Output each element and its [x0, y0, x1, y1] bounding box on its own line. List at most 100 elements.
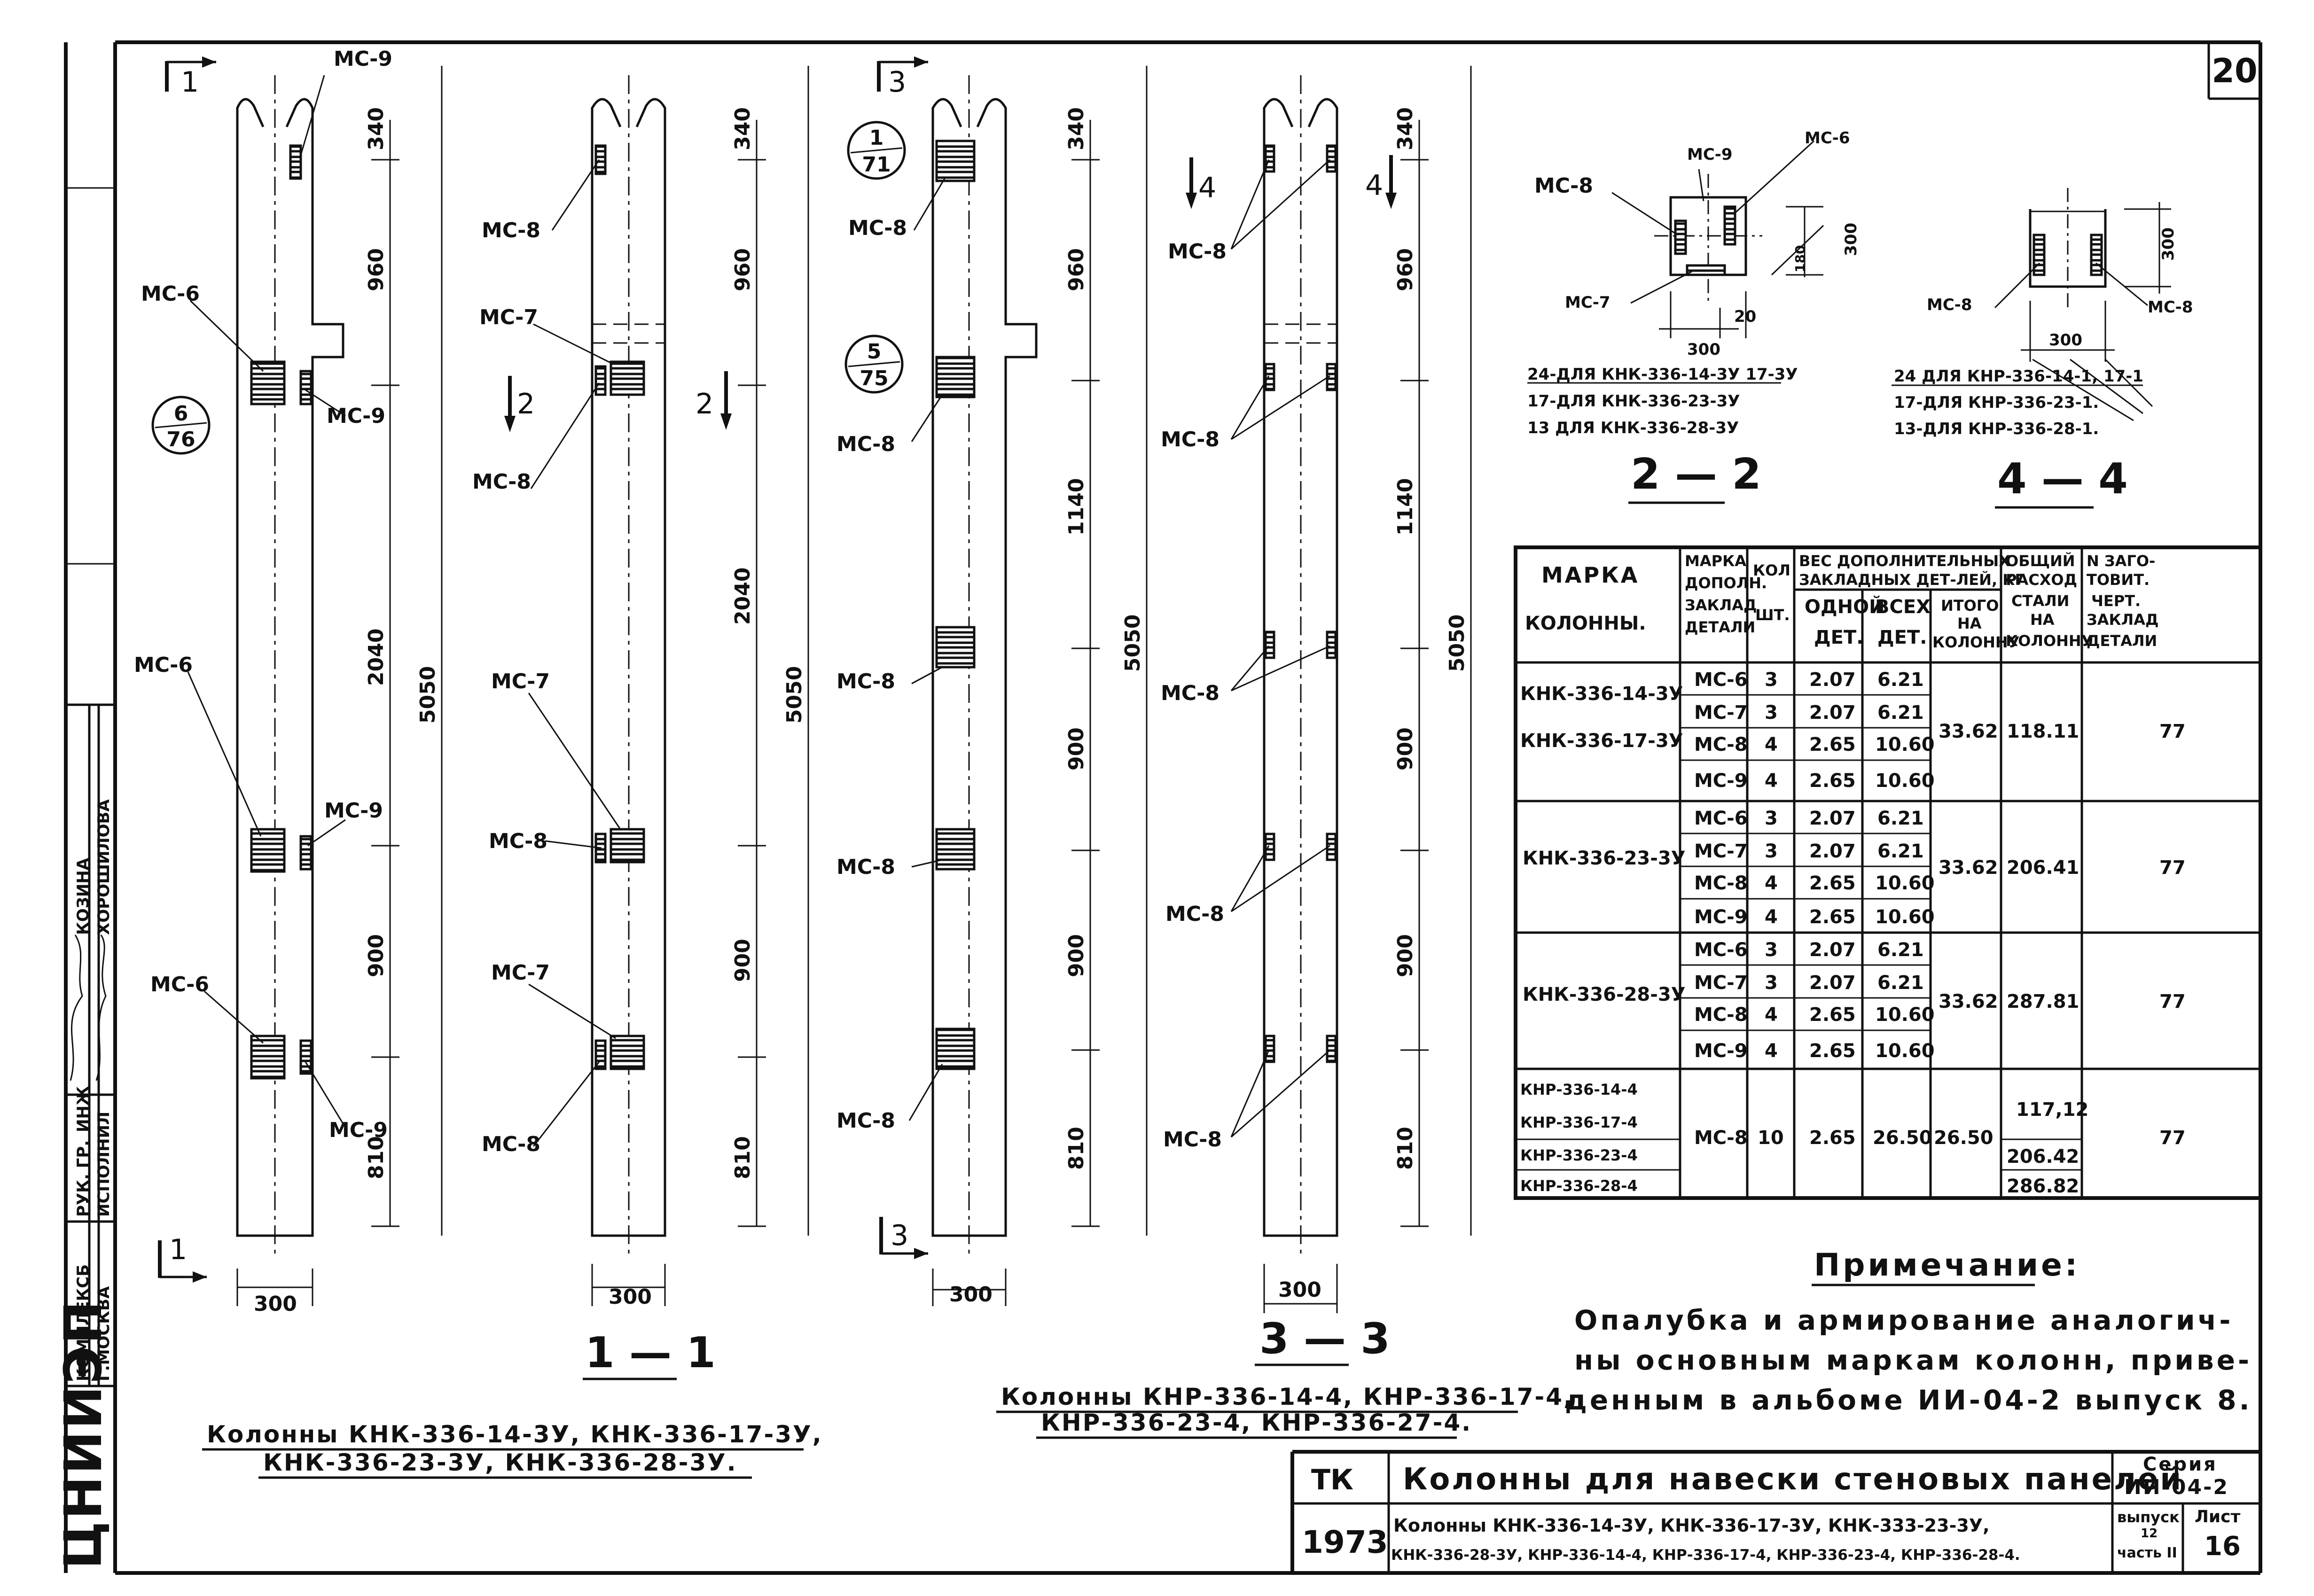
col2-dim-300: 300	[609, 1285, 652, 1309]
col1-dim-900: 900	[364, 934, 388, 977]
svg-text:МС-9: МС-9	[1694, 770, 1748, 792]
cut-mark-2-right-label: 2	[696, 388, 713, 420]
col2-ms7-a: МС-7	[479, 305, 538, 329]
stamp-line-2: Г.МОСКВА	[94, 1286, 113, 1381]
note-line-2: ны основным маркам колонн, приве-	[1574, 1344, 2252, 1376]
col2-ms8-b: МС-8	[472, 470, 531, 494]
th-steel-4: НА	[2030, 611, 2055, 629]
svg-text:2.65: 2.65	[1809, 770, 1856, 792]
section-2-2	[1527, 140, 1824, 384]
caption-knk-line-1: Колонны КНК-336-14-3У, КНК-336-17-3У,	[207, 1421, 823, 1448]
s22-note-1: 24-ДЛЯ КНК-336-14-3У 17-3У	[1527, 365, 1798, 384]
s44-ms8-left: МС-8	[1927, 296, 1972, 314]
svg-text:6.21: 6.21	[1877, 808, 1924, 829]
col1-dim-2040: 2040	[364, 629, 388, 686]
svg-text:МС-6: МС-6	[1694, 669, 1748, 691]
col4-ms8-c: МС-8	[1161, 681, 1220, 705]
knr-mark-2: КНР-336-17-4	[1520, 1113, 1638, 1131]
svg-text:6.21: 6.21	[1877, 841, 1924, 862]
svg-text:4: 4	[1765, 1040, 1778, 1062]
callout-1-71-top: 1	[869, 126, 884, 150]
s22-ms6: МС-6	[1805, 129, 1850, 148]
tb-tk: ТК	[1311, 1464, 1353, 1496]
th-one-2: ДЕТ.	[1814, 627, 1863, 648]
th-steel-5: КОЛОННУ	[2006, 632, 2093, 650]
knr-one: 2.65	[1809, 1127, 1856, 1149]
callout-5-75-top: 5	[867, 340, 882, 364]
th-extra-4: ДЕТАЛИ	[1685, 618, 1755, 636]
section-2-2-label: 2 — 2	[1631, 450, 1761, 499]
svg-text:МС-9: МС-9	[1694, 1040, 1748, 1062]
cut-mark-4-left	[1186, 157, 1197, 209]
svg-text:4: 4	[1765, 906, 1778, 928]
knr-drawing: 77	[2159, 1127, 2186, 1149]
th-total-2: НА	[1957, 615, 1982, 632]
s44-dim-300-v: 300	[2159, 227, 2178, 261]
g2-row-2: МС-7 3 2.07 6.21	[1694, 841, 1924, 862]
sheet-number: 20	[2212, 52, 2257, 90]
col3-ms8-b: МС-8	[836, 432, 895, 456]
s22-ms8: МС-8	[1534, 174, 1593, 198]
cut-mark-3-bottom	[879, 1217, 928, 1259]
cut-mark-3-bottom-label: 3	[891, 1219, 908, 1252]
knr-mark-1: КНР-336-14-4	[1520, 1081, 1638, 1098]
tb-issue-label: выпуск	[2117, 1508, 2180, 1526]
g1-row-4: МС-9 4 2.65 10.60	[1694, 770, 1935, 792]
col3-ms8-e: МС-8	[836, 1109, 895, 1133]
g1-row-1: МС-6 3 2.07 6.21	[1694, 669, 1924, 691]
svg-text:МС-7: МС-7	[1694, 841, 1748, 862]
sheet-frame	[113, 40, 2262, 1575]
title-block	[1290, 1450, 2260, 1573]
section-4-4	[1892, 188, 2171, 421]
parts-table-grid	[1514, 545, 2262, 1200]
stamp-line-1: КОМПЛЕКСБ	[74, 1264, 93, 1381]
svg-text:МС-8: МС-8	[1694, 1004, 1748, 1026]
svg-text:2.07: 2.07	[1809, 669, 1856, 691]
g3-row-1: МС-6 3 2.07 6.21	[1694, 939, 1924, 961]
col3-ms8-c: МС-8	[836, 670, 895, 693]
g2-mark-1: КНК-336-23-3У	[1523, 848, 1686, 869]
cut-mark-1-top-label: 1	[181, 66, 199, 99]
callout-5-75	[844, 335, 904, 394]
col2-ms7-b: МС-7	[491, 670, 550, 693]
svg-text:6.21: 6.21	[1877, 669, 1924, 691]
th-steel-1: ОБЩИЙ	[2006, 552, 2075, 570]
tb-desc-2: КНК-336-28-3У, КНР-336-14-4, КНР-336-17-…	[1391, 1547, 2020, 1564]
g1-total: 33.62	[1939, 721, 1998, 742]
stamp-role-1: РУК. ГР.	[74, 1140, 93, 1217]
g1-steel: 118.11	[2007, 721, 2079, 742]
col3-dim-810: 810	[1064, 1127, 1088, 1170]
col1-ms6-b: МС-6	[134, 653, 193, 677]
section-4-4-label: 4 — 4	[1997, 454, 2128, 504]
svg-text:2.07: 2.07	[1809, 841, 1856, 862]
tb-series-label: Серия	[2143, 1454, 2218, 1475]
col3-dim-900-b: 900	[1064, 934, 1088, 977]
col1-dim-960: 960	[364, 248, 388, 291]
section-3-3-label: 3 — 3	[1259, 1314, 1390, 1363]
svg-text:10.60: 10.60	[1875, 1004, 1935, 1026]
svg-text:2.65: 2.65	[1809, 1040, 1856, 1062]
s44-note-3: 13-ДЛЯ КНР-336-28-1.	[1894, 420, 2099, 438]
callout-1-71	[847, 121, 906, 180]
col1-dim-300: 300	[254, 1292, 297, 1316]
col1-dim-810: 810	[364, 1136, 388, 1179]
th-draw-4: ЗАКЛАД	[2087, 611, 2159, 629]
g2-row-3: МС-8 4 2.65 10.60	[1694, 872, 1935, 894]
svg-text:МС-9: МС-9	[1694, 906, 1748, 928]
svg-text:4: 4	[1765, 1004, 1778, 1026]
svg-text:МС-7: МС-7	[1694, 972, 1748, 994]
svg-text:2.07: 2.07	[1809, 939, 1856, 961]
svg-text:2.07: 2.07	[1809, 702, 1856, 724]
g2-row-4: МС-9 4 2.65 10.60	[1694, 906, 1935, 928]
cut-mark-2-right	[720, 371, 732, 430]
svg-text:МС-7: МС-7	[1694, 702, 1748, 724]
col2-dim-340: 340	[731, 107, 755, 150]
col4-dim-900-b: 900	[1393, 934, 1417, 977]
caption-knr-line-1: Колонны КНР-336-14-4, КНР-336-17-4,	[1001, 1383, 1574, 1410]
g2-total: 33.62	[1939, 857, 1998, 879]
svg-text:10.60: 10.60	[1875, 1040, 1935, 1062]
left-stamp: ЦНИИЭП КОМПЛЕКСБ Г.МОСКВА РУК. ГР. ИНЖ И…	[53, 42, 115, 1573]
s22-ms9: МС-9	[1687, 145, 1733, 164]
col3-dim-960: 960	[1064, 248, 1088, 291]
knr-qty: 10	[1758, 1127, 1784, 1149]
